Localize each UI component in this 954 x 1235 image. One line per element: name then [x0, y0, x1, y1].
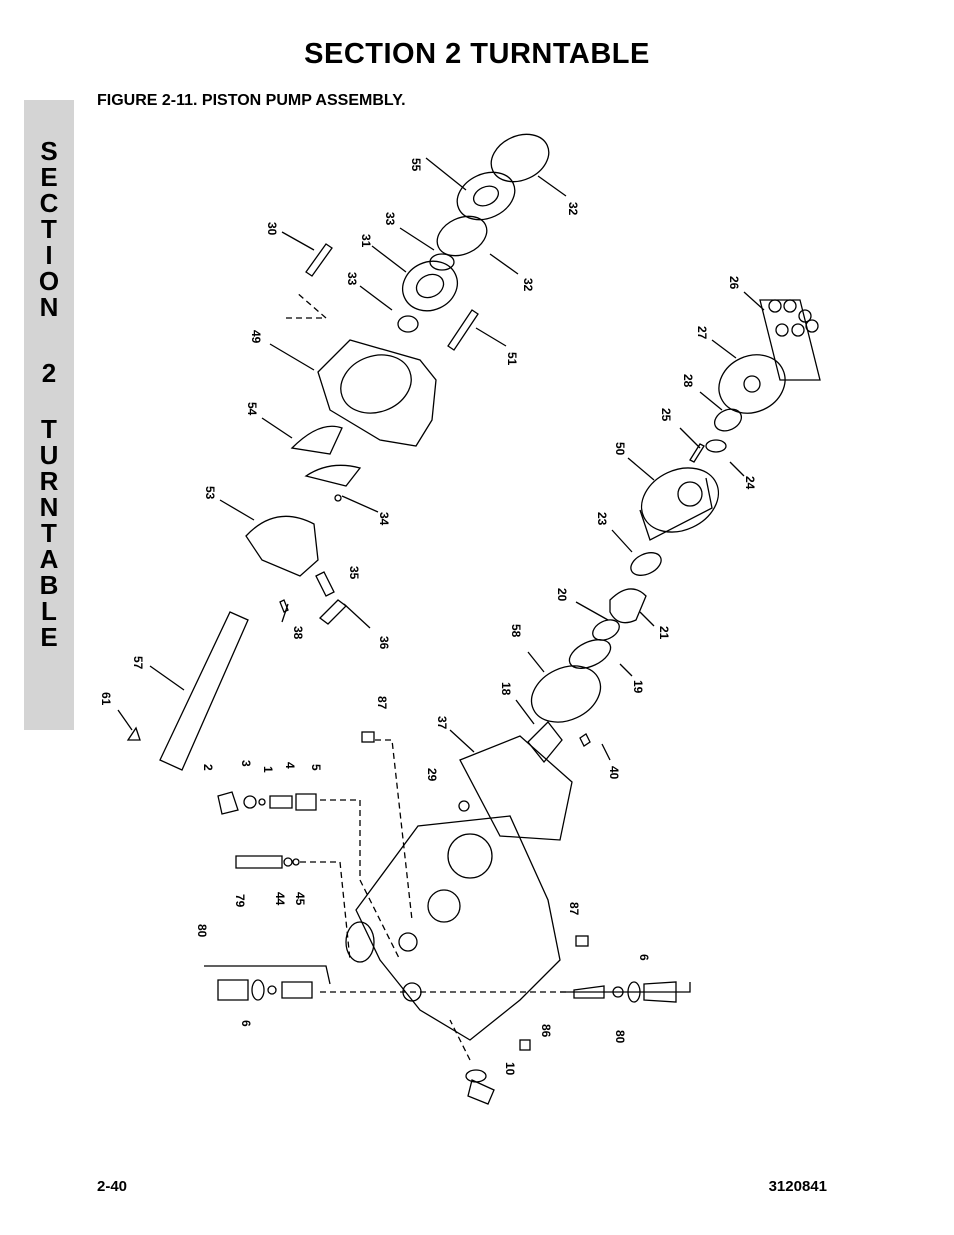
callout-58: 58	[509, 624, 523, 638]
document-number: 3120841	[768, 1178, 827, 1195]
tab-letter: T	[41, 414, 57, 444]
callout-19: 19	[631, 680, 645, 694]
callout-86: 86	[539, 1024, 553, 1038]
callout-6: 6	[637, 954, 651, 961]
callout-51: 51	[505, 352, 519, 366]
tab-letter: E	[40, 162, 58, 192]
callout-35: 35	[347, 566, 361, 580]
callout-1: 1	[261, 766, 275, 773]
callout-80: 80	[195, 924, 209, 938]
tab-letter: S	[40, 136, 58, 166]
tab-letter: A	[39, 544, 59, 574]
callout-32: 32	[566, 202, 580, 216]
callout-33: 33	[383, 212, 397, 226]
tab-letter: T	[41, 518, 57, 548]
callout-34: 34	[377, 512, 391, 526]
callout-53: 53	[203, 486, 217, 500]
callout-10: 10	[503, 1062, 517, 1076]
callout-40: 40	[607, 766, 621, 780]
callout-79: 79	[233, 894, 247, 908]
tab-letter: I	[45, 240, 53, 270]
callout-30: 30	[265, 222, 279, 236]
callout-37: 37	[435, 716, 449, 730]
callout-28: 28	[681, 374, 695, 388]
callout-6: 6	[239, 1020, 253, 1027]
callout-23: 23	[595, 512, 609, 526]
callout-2: 2	[201, 764, 215, 771]
tab-letter: R	[39, 466, 59, 496]
section-header: SECTION 2 TURNTABLE	[304, 38, 650, 70]
callout-31: 31	[359, 234, 373, 248]
callout-55: 55	[409, 158, 423, 172]
tab-letter: E	[40, 622, 58, 652]
callout-26: 26	[727, 276, 741, 290]
callout-25: 25	[659, 408, 673, 422]
callout-45: 45	[293, 892, 307, 906]
tab-letter: B	[39, 570, 59, 600]
page-number: 2-40	[97, 1178, 128, 1195]
callout-57: 57	[131, 656, 145, 670]
callout-3: 3	[239, 760, 253, 767]
callout-50: 50	[613, 442, 627, 456]
tab-letter: U	[39, 440, 59, 470]
callout-5: 5	[309, 764, 323, 771]
tab-letter: 2	[41, 358, 57, 388]
tab-letter: T	[41, 214, 57, 244]
callout-21: 21	[657, 626, 671, 640]
callout-18: 18	[499, 682, 513, 696]
callout-44: 44	[273, 892, 287, 906]
tab-letter: L	[41, 596, 57, 626]
callout-4: 4	[283, 762, 297, 769]
tab-letter: C	[39, 188, 59, 218]
callout-29: 29	[425, 768, 439, 782]
figure-title: FIGURE 2-11. PISTON PUMP ASSEMBLY.	[97, 92, 406, 109]
callout-87: 87	[375, 696, 389, 710]
callout-36: 36	[377, 636, 391, 650]
tab-letter: N	[39, 492, 59, 522]
callout-32: 32	[521, 278, 535, 292]
callout-38: 38	[291, 626, 305, 640]
tab-letter: O	[38, 266, 60, 296]
callout-24: 24	[743, 476, 757, 490]
callout-27: 27	[695, 326, 709, 340]
section-side-tab: S E C T I O N 2 T U R N T A B L E	[24, 100, 74, 730]
callout-87: 87	[567, 902, 581, 916]
callout-20: 20	[555, 588, 569, 602]
callout-80: 80	[613, 1030, 627, 1044]
callout-33: 33	[345, 272, 359, 286]
callout-49: 49	[249, 330, 263, 344]
callout-61: 61	[99, 692, 113, 706]
tab-letter: N	[39, 292, 59, 322]
callout-54: 54	[245, 402, 259, 416]
